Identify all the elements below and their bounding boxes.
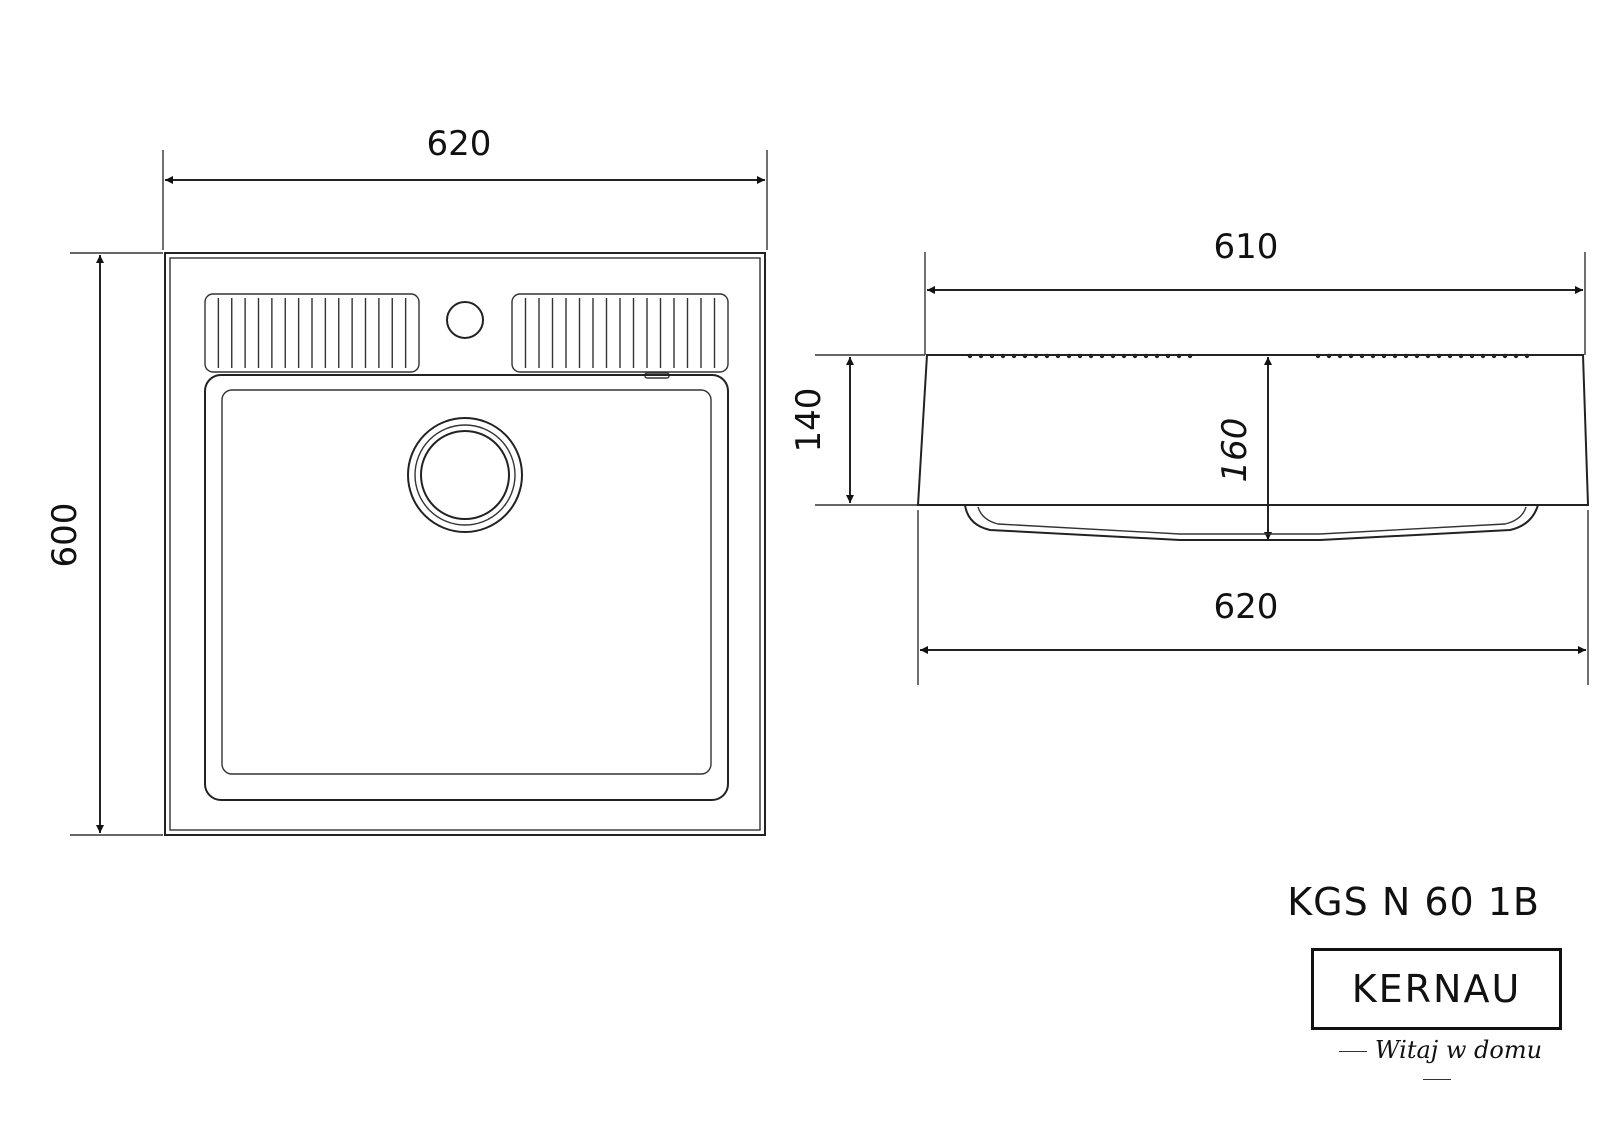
side-view: 610 620 140 160	[789, 227, 1590, 685]
rib-dot	[1176, 353, 1182, 359]
rib-dot	[1436, 353, 1442, 359]
rib-dot	[1370, 353, 1376, 359]
right-drainboard	[511, 293, 729, 373]
rib-dot	[967, 353, 973, 359]
sink-outline	[164, 252, 766, 836]
rib-dot	[1447, 353, 1453, 359]
rib-dot	[1033, 353, 1039, 359]
rib-dot	[1099, 353, 1105, 359]
rib-dot	[1359, 353, 1365, 359]
rib-dot	[989, 353, 995, 359]
bowl-inner	[221, 389, 712, 775]
rib-dot	[1524, 353, 1530, 359]
drain	[407, 417, 523, 533]
rib-dot	[1337, 353, 1343, 359]
rib-dot	[1513, 353, 1519, 359]
rib-dot	[1000, 353, 1006, 359]
rib-dot	[978, 353, 984, 359]
rib-dot	[1469, 353, 1475, 359]
rib-dot	[1458, 353, 1464, 359]
rib-dot	[1425, 353, 1431, 359]
rib-dot	[1022, 353, 1028, 359]
side-bottom-width-label: 620	[1214, 587, 1279, 627]
rib-dot	[1187, 353, 1193, 359]
rib-dot	[1480, 353, 1486, 359]
brand-name: KERNAU	[1351, 967, 1522, 1011]
top-width-label: 620	[427, 124, 492, 164]
rib-dot	[1154, 353, 1160, 359]
rib-dot	[1381, 353, 1387, 359]
rib-dot	[1326, 353, 1332, 359]
rib-dot	[1143, 353, 1149, 359]
tagline-text: Witaj w domu	[1374, 1036, 1543, 1064]
rib-dot	[1132, 353, 1138, 359]
rib-dot	[1121, 353, 1127, 359]
rib-dot	[1491, 353, 1497, 359]
rib-dot	[1414, 353, 1420, 359]
rim-height-label: 140	[789, 388, 829, 453]
top-height-label: 600	[45, 503, 85, 568]
bowl-profile	[964, 504, 1539, 541]
brand-logo: KERNAU	[1311, 948, 1562, 1030]
rib-dot	[1502, 353, 1508, 359]
tap-hole	[446, 301, 484, 339]
top-view: 620 600	[45, 124, 768, 836]
rib-dot	[1011, 353, 1017, 359]
rib-dot	[1165, 353, 1171, 359]
rib-dot	[1348, 353, 1354, 359]
drainboard-ribs-profile	[967, 353, 1530, 359]
side-top-width-label: 610	[1214, 227, 1279, 267]
model-number: KGS N 60 1B	[1287, 880, 1540, 924]
rib-dot	[1066, 353, 1072, 359]
rib-dot	[1044, 353, 1050, 359]
rib-dot	[1055, 353, 1061, 359]
rib-dot	[1392, 353, 1398, 359]
brand-tagline: Witaj w domu	[1311, 1036, 1562, 1092]
total-height-label: 160	[1215, 418, 1255, 483]
rib-dot	[1077, 353, 1083, 359]
left-drainboard	[204, 293, 420, 373]
rib-dot	[1315, 353, 1321, 359]
bowl-outer	[204, 374, 729, 801]
rib-dot	[1110, 353, 1116, 359]
rib-dot	[1088, 353, 1094, 359]
rib-dot	[1403, 353, 1409, 359]
side-profile	[916, 354, 1590, 506]
